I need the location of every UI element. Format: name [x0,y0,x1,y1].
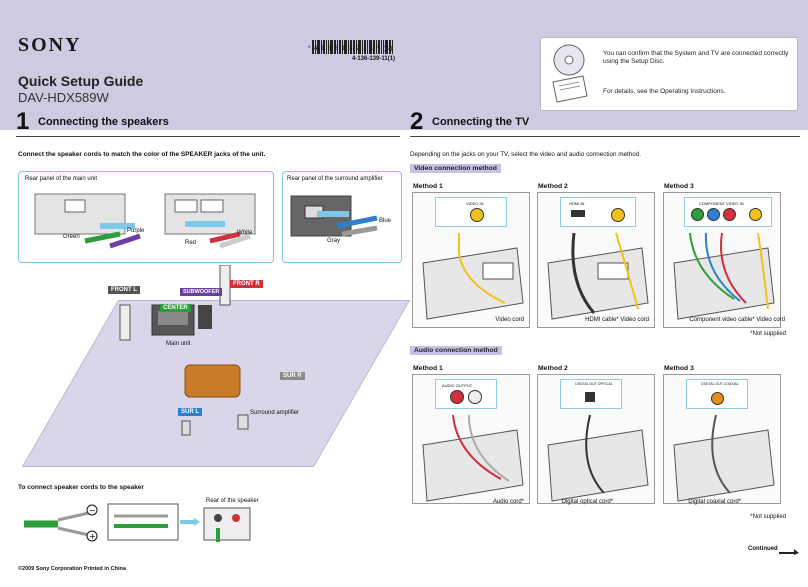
tag-center: CENTER [160,304,191,312]
main-unit-rear-panel: Rear panel of the main unit Purple Green… [18,171,274,263]
model-number: DAV-HDX589W [18,90,109,105]
disc-info-line1: You can confirm that the System and TV a… [603,50,789,65]
optical-jack-icon [585,392,595,402]
tv-jack-box: DIGITAL OUT OPTICAL [560,379,622,409]
label-surround-amp: Surround amplifier [250,410,300,416]
label-white: White [237,230,253,236]
tag-front-l: FRONT L [108,286,140,294]
brand-logo: SONY [18,34,82,56]
label-gray: Gray [327,238,341,244]
audio-l-jack-icon [468,390,482,404]
continued-label: Continued [748,546,778,552]
video-method1-caption: Video cord [495,317,524,323]
audio-method3-diagram [673,414,775,502]
guide-title: Quick Setup Guide [18,73,144,89]
section1-number: 1 [16,108,30,135]
setup-disc-box: You can confirm that the System and TV a… [540,37,798,111]
tag-subwoofer: SUBWOOFER [180,288,223,296]
svg-text:−: − [89,506,96,515]
barcode-number: * 4 1 3 6 1 3 9 1 1 * (1) [308,46,394,52]
audio-method2-caption: Digital optical cord* [561,499,613,505]
label-main-unit: Main unit [166,341,191,347]
label-green: Green [63,234,80,240]
pb-jack-icon [707,208,720,221]
copyright: ©2009 Sony Corporation Printed in China [18,566,126,572]
rear-surround-label: Rear panel of the surround amplifier [287,176,383,182]
svg-text:+: + [89,532,96,541]
jack-label: AUDIO OUTPUT [442,383,473,388]
audio-method3-label: Method 3 [664,365,694,372]
rear-main-label: Rear panel of the main unit [25,176,98,182]
video-method1-diagram [422,233,524,320]
audio-method3-panel: DIGITAL OUT COAXIAL [663,374,781,504]
section1-title: Connecting the speakers [38,116,169,128]
video-method3-caption: Component video cable* Video cord [689,317,785,323]
tv-jack-box: COMPONENT VIDEO IN [684,197,772,227]
audio-method2-diagram [547,414,649,502]
video-method1-label: Method 1 [413,183,443,190]
tag-sur-l: SUR L [178,408,202,416]
video-jack-icon [470,208,484,222]
tag-sur-r: SUR R [280,372,305,380]
audio-method1-diagram [422,414,524,502]
tv-jack-box: HDMI IN [560,197,636,227]
disc-info-line2: For details, see the Operating Instructi… [603,88,726,95]
jack-label: VIDEO IN [466,201,484,206]
video-connection-heading: Video connection method [410,164,501,173]
video-jack-icon [611,208,625,222]
jack-label: COMPONENT VIDEO IN [699,201,744,206]
jack-label: DIGITAL OUT OPTICAL [575,382,613,386]
section2-rule [410,136,800,137]
section2-number: 2 [410,108,424,135]
main-unit-rear-illustration [34,193,256,249]
section2-instruction: Depending on the jacks on your TV, selec… [410,151,642,158]
audio-method3-caption: Digital coaxial cord* [688,499,741,505]
surround-amp-rear-panel: Rear panel of the surround amplifier Blu… [282,171,402,263]
audio-method2-panel: DIGITAL OUT OPTICAL [537,374,655,504]
tag-front-r: FRONT R [230,280,263,288]
video-method3-label: Method 3 [664,183,694,190]
audio-r-jack-icon [450,390,464,404]
label-blue: Blue [379,218,392,224]
video-method2-diagram [547,232,649,320]
arrow-right-icon [779,549,799,555]
pr-jack-icon [723,208,736,221]
video-method2-caption: HDMI cable* Video cord [585,317,649,323]
video-method3-diagram [673,232,775,320]
video-method1-panel: VIDEO IN [412,192,530,328]
jack-label: HDMI IN [569,201,585,206]
not-supplied-note-audio: *Not supplied [750,514,786,520]
label-purple: Purple [127,228,145,234]
room-illustration [119,265,249,436]
rear-speaker-label: Rear of the speaker [206,498,259,504]
setup-disc-icon [552,44,588,103]
label-red: Red [185,240,197,246]
surround-amp-illustration [290,195,378,237]
audio-method1-label: Method 1 [413,365,443,372]
audio-method1-caption: Audio cord* [492,499,524,505]
section1-instruction: Connect the speaker cords to match the c… [18,151,266,158]
audio-method1-panel: AUDIO OUTPUT [412,374,530,504]
tv-jack-box: AUDIO OUTPUT [435,379,497,409]
jack-label: DIGITAL OUT COAXIAL [701,382,739,386]
coaxial-jack-icon [711,392,724,405]
section1-rule [16,136,400,137]
audio-connection-heading: Audio connection method [410,346,502,355]
cord-steps-illustration: − + [24,503,251,542]
y-jack-icon [691,208,704,221]
barcode [312,34,404,54]
section2-title: Connecting the TV [432,116,530,128]
cord-connect-title: To connect speaker cords to the speaker [18,484,144,491]
video-jack-icon [749,208,762,221]
video-method3-panel: COMPONENT VIDEO IN [663,192,781,328]
hdmi-jack-icon [571,210,585,217]
not-supplied-note-video: *Not supplied [750,331,786,337]
video-method2-label: Method 2 [538,183,568,190]
audio-method2-label: Method 2 [538,365,568,372]
tv-jack-box: DIGITAL OUT COAXIAL [686,379,748,409]
tv-jack-box: VIDEO IN [435,197,507,227]
video-method2-panel: HDMI IN [537,192,655,328]
part-number: 4-136-139-11(1) [352,56,396,62]
